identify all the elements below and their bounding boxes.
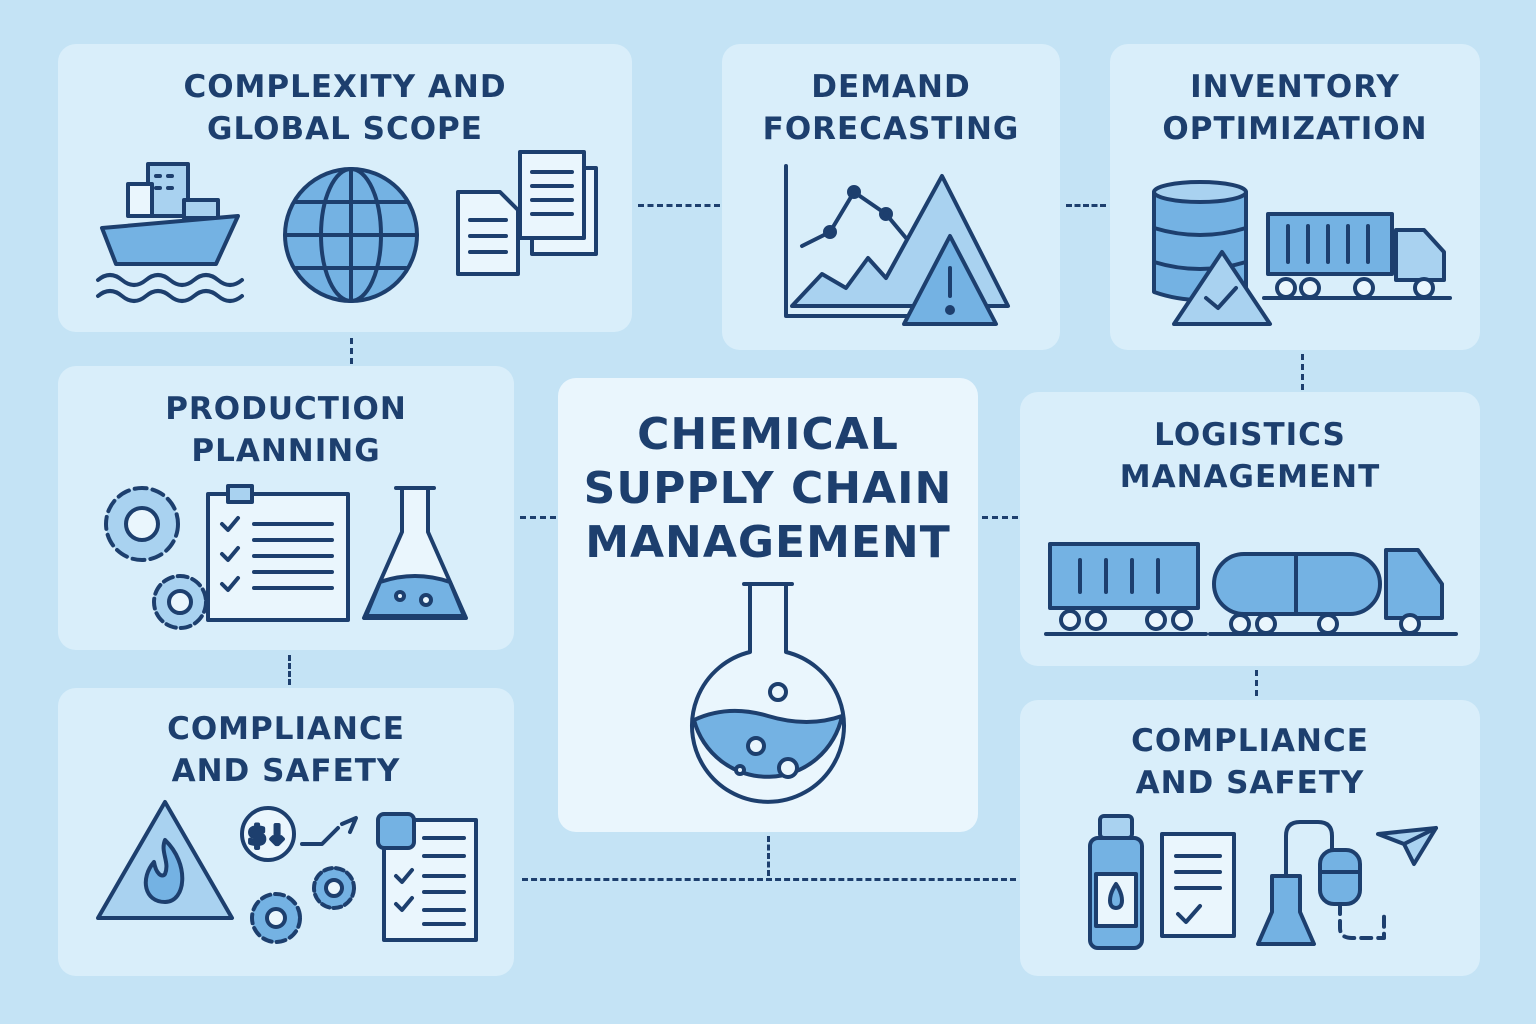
svg-text:$↓: $↓ [248, 821, 288, 851]
round-flask-icon [690, 582, 846, 804]
connector-center-logistics [982, 516, 1018, 519]
container-truck-icon [1262, 212, 1452, 300]
connector-complexity-production [350, 338, 353, 364]
card-demand: DEMAND FORECASTING [722, 44, 1060, 350]
card-title: LOGISTICS MANAGEMENT [1119, 417, 1381, 495]
documents-icon [456, 150, 598, 276]
card-title: PRODUCTION PLANNING [165, 391, 407, 469]
paper-plane-icon [1376, 826, 1438, 866]
rail-car-icon [1044, 542, 1208, 636]
center-title: CHEMICAL SUPPLY CHAIN MANAGEMENT [583, 409, 953, 568]
tanker-truck-icon [1208, 548, 1458, 636]
card-compliance-right: COMPLIANCE AND SAFETY [1020, 700, 1480, 976]
check-warning-icon [1172, 250, 1272, 326]
connector-inventory-logistics [1301, 354, 1304, 390]
card-title: COMPLEXITY AND GLOBAL SCOPE [183, 69, 507, 147]
flask-icon [362, 486, 468, 620]
card-title: DEMAND FORECASTING [762, 69, 1020, 147]
card-production: PRODUCTION PLANNING [58, 366, 514, 650]
connector-demand-inventory [1066, 204, 1106, 207]
document-icon [1160, 832, 1236, 938]
connector-production-compliance [288, 655, 291, 685]
gears-icon [104, 486, 208, 630]
card-complexity: COMPLEXITY AND GLOBAL SCOPE [58, 44, 632, 332]
bottle-icon [1088, 814, 1144, 950]
globe-icon [283, 167, 419, 303]
card-logistics: LOGISTICS MANAGEMENT [1020, 392, 1480, 666]
card-center: CHEMICAL SUPPLY CHAIN MANAGEMENT [558, 378, 978, 832]
cargo-ship-icon [96, 162, 244, 303]
connector-complexity-demand [638, 204, 720, 207]
checklist-icon [206, 484, 350, 622]
checklist-icon [376, 812, 478, 942]
lab-equipment-icon [1256, 820, 1386, 946]
card-title: COMPLIANCE AND SAFETY [167, 711, 405, 789]
connector-logistics-compliance [1255, 670, 1258, 696]
connector-center-bottom [767, 836, 770, 876]
cost-icon: $↓ [240, 806, 358, 862]
connector-compliance-bottom [522, 878, 1016, 881]
card-inventory: INVENTORY OPTIMIZATION [1110, 44, 1480, 350]
fire-hazard-icon [96, 800, 234, 920]
card-compliance-left: COMPLIANCE AND SAFETY $↓ [58, 688, 514, 976]
connector-production-center [520, 516, 556, 519]
warning-icon [902, 234, 998, 326]
gears-icon [250, 866, 356, 944]
card-title: COMPLIANCE AND SAFETY [1131, 723, 1369, 801]
card-title: INVENTORY OPTIMIZATION [1162, 69, 1428, 147]
